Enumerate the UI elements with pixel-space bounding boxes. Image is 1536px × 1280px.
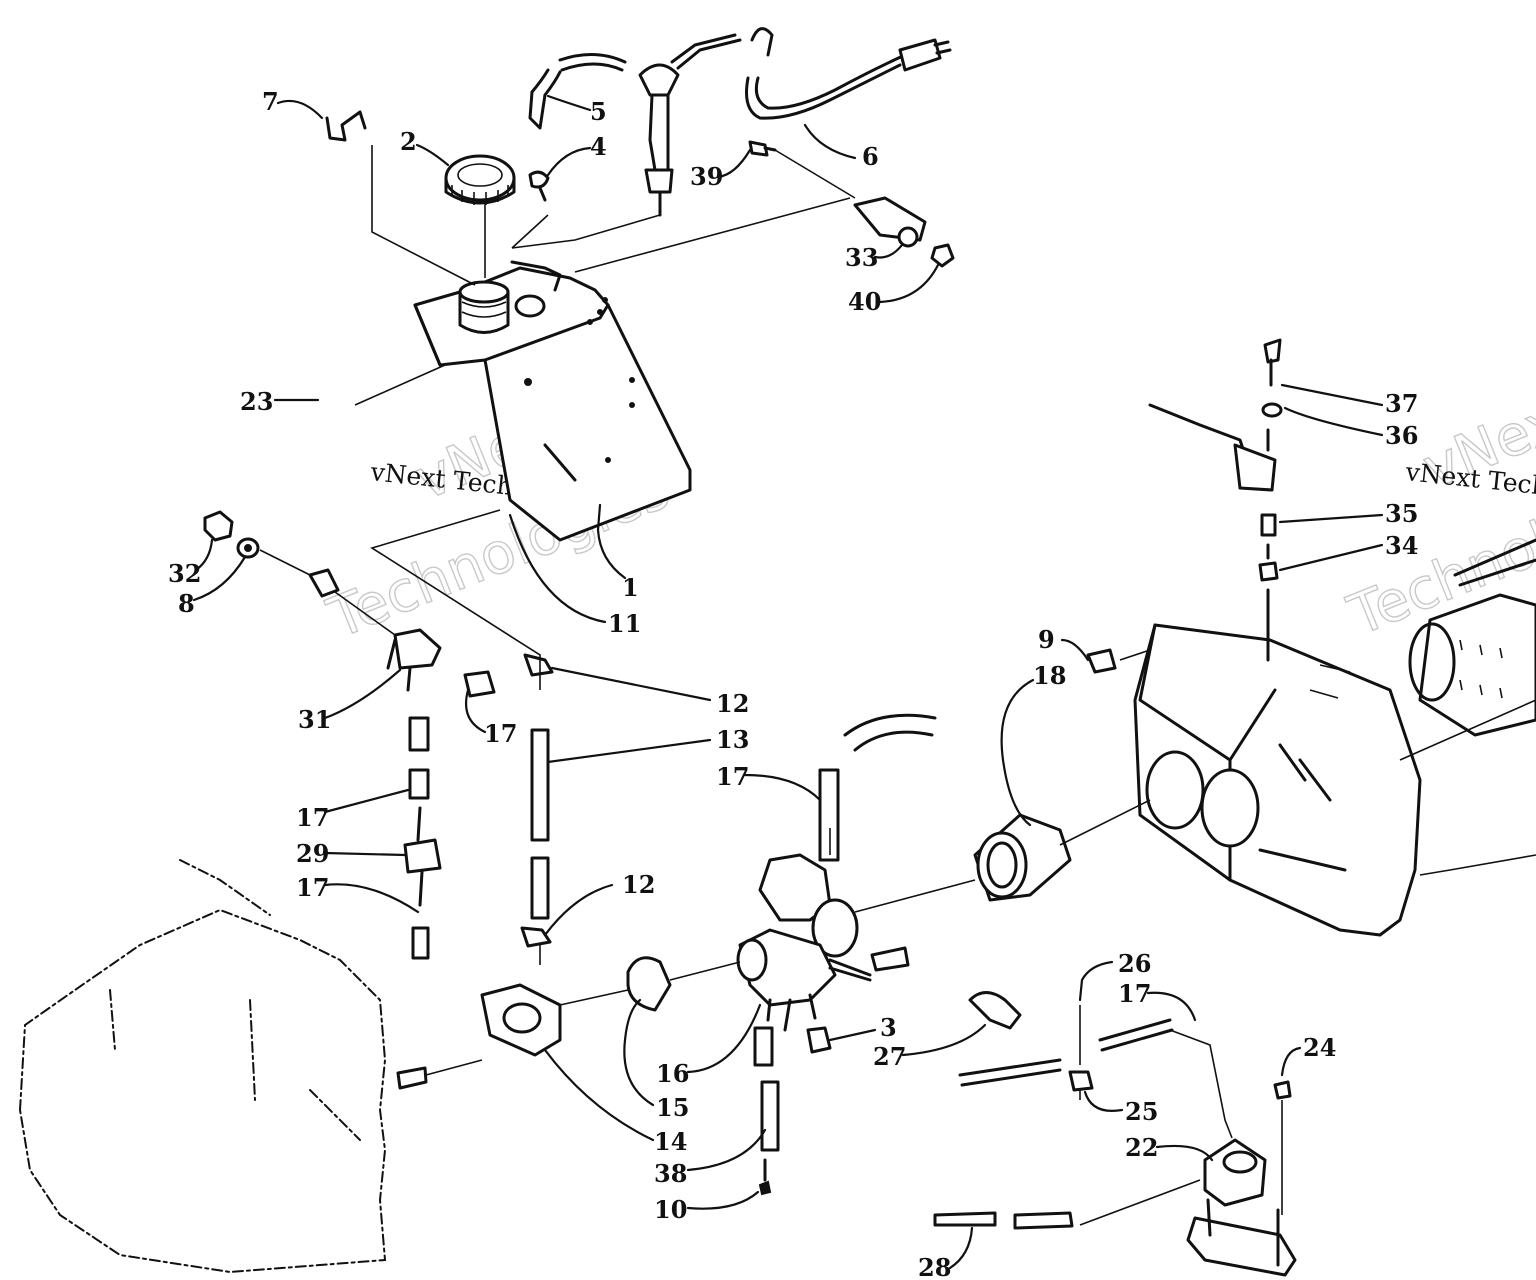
wire-harness xyxy=(745,27,952,120)
callout-11: 11 xyxy=(608,609,641,638)
callout-33: 33 xyxy=(845,243,878,272)
callout-40: 40 xyxy=(848,287,881,316)
flange-14 xyxy=(480,983,562,1057)
hose-28 xyxy=(933,1211,1074,1230)
callout-26: 26 xyxy=(1118,949,1151,978)
clip-9 xyxy=(1086,648,1117,674)
callout-31: 31 xyxy=(298,705,331,734)
carburetor xyxy=(736,853,910,1054)
callout-14: 14 xyxy=(654,1127,687,1156)
callout-17-valve: 17 xyxy=(484,719,517,748)
valve-31 xyxy=(386,628,496,698)
callout-2: 2 xyxy=(400,127,417,156)
callout-24: 24 xyxy=(1303,1033,1336,1062)
hose-17-pump xyxy=(958,1018,1174,1092)
assembly-lines xyxy=(259,145,1536,1226)
callout-32: 32 xyxy=(168,559,201,588)
bracket-39-33-40 xyxy=(748,140,955,268)
callout-6: 6 xyxy=(862,142,879,171)
callout-34: 34 xyxy=(1385,531,1418,560)
clamp-15 xyxy=(626,956,672,1012)
callout-29: 29 xyxy=(296,839,329,868)
callout-15: 15 xyxy=(656,1093,689,1122)
air-silencer xyxy=(1133,623,1422,937)
callout-12-top: 12 xyxy=(716,689,749,718)
fuel-line-left xyxy=(403,716,442,960)
air-intake-boot xyxy=(973,813,1072,902)
washer-8 xyxy=(236,537,260,559)
screw-24 xyxy=(1273,1080,1292,1100)
callout-labels: 7 2 5 4 6 39 33 40 23 1 11 32 8 31 17 17… xyxy=(168,87,1418,1280)
callout-22: 22 xyxy=(1125,1133,1158,1162)
callout-13: 13 xyxy=(716,725,749,754)
callout-37: 37 xyxy=(1385,389,1418,418)
callout-16: 16 xyxy=(656,1059,689,1088)
fuel-tank-cap xyxy=(444,154,516,205)
clamp-27 xyxy=(968,991,1022,1030)
callout-5: 5 xyxy=(590,97,607,126)
nut-32 xyxy=(203,510,234,542)
cap-strap xyxy=(325,110,367,142)
clamp-4 xyxy=(528,170,550,202)
callout-12-bottom: 12 xyxy=(622,870,655,899)
callout-7: 7 xyxy=(262,87,279,116)
vent-hose xyxy=(528,52,627,130)
callout-25: 25 xyxy=(1125,1097,1158,1126)
callout-27: 27 xyxy=(873,1042,906,1071)
callout-28: 28 xyxy=(918,1253,951,1280)
callout-17-carb: 17 xyxy=(716,762,749,791)
fuel-pump-22 xyxy=(1186,1138,1297,1277)
callout-3: 3 xyxy=(880,1013,897,1042)
fuel-gauge-sender xyxy=(638,33,742,217)
hose-38 xyxy=(753,1026,780,1196)
bracket-31-mount xyxy=(308,568,340,598)
fuel-tank xyxy=(413,260,692,542)
callout-18: 18 xyxy=(1033,661,1066,690)
callout-9: 9 xyxy=(1038,625,1055,654)
callout-17-pump: 17 xyxy=(1118,979,1151,1008)
callout-17-filter: 17 xyxy=(296,873,329,902)
callout-36: 36 xyxy=(1385,421,1418,450)
callout-38: 38 xyxy=(654,1159,687,1188)
fuel-line-center xyxy=(520,653,554,948)
callout-10: 10 xyxy=(654,1195,687,1224)
callout-4: 4 xyxy=(590,132,607,161)
air-filter-element xyxy=(1408,538,1536,737)
strap-assembly-34-37 xyxy=(1148,338,1283,662)
hose-17-top xyxy=(818,713,937,862)
callout-35: 35 xyxy=(1385,499,1418,528)
callout-17-line: 17 xyxy=(296,803,329,832)
callout-8: 8 xyxy=(178,589,195,618)
engine-outline xyxy=(18,859,428,1274)
callout-23: 23 xyxy=(240,387,273,416)
leader-lines xyxy=(192,94,1384,1270)
callout-1: 1 xyxy=(622,573,639,602)
callout-39: 39 xyxy=(690,162,723,191)
